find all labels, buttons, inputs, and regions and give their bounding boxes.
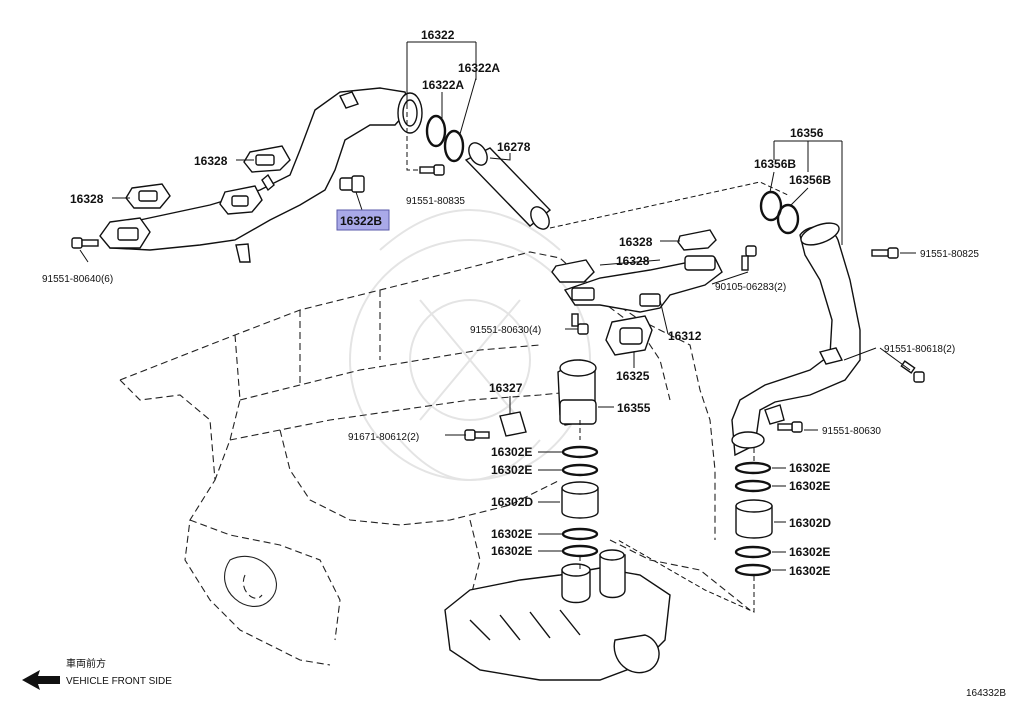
callout-16355: 16355 bbox=[617, 401, 651, 415]
callout-16328: 16328 bbox=[70, 192, 104, 206]
callout-16328: 16328 bbox=[616, 254, 650, 268]
callout-16302E: 16302E bbox=[789, 461, 830, 475]
sensor-16322B bbox=[339, 175, 365, 193]
o-ring-16322A-2 bbox=[443, 129, 465, 163]
stud-90105-06283 bbox=[741, 245, 757, 271]
callout-16312: 16312 bbox=[668, 329, 702, 343]
callout-16322B: 16322B bbox=[340, 214, 382, 228]
callout-16328: 16328 bbox=[619, 235, 653, 249]
gasket-16328-right-lower bbox=[551, 259, 595, 283]
water-manifold-16312 bbox=[563, 255, 723, 313]
callout-91551-80630-4: 91551-80630(4) bbox=[470, 325, 541, 336]
o-ring-16356B-1 bbox=[759, 190, 783, 222]
front-arrow-icon bbox=[22, 670, 60, 690]
callout-16278: 16278 bbox=[497, 140, 531, 154]
water-pipe-16356 bbox=[731, 222, 861, 457]
gasket-16328-upper bbox=[243, 145, 291, 173]
callout-16302E: 16302E bbox=[491, 463, 532, 477]
o-ring-16356B-2 bbox=[776, 203, 800, 235]
callout-16322A: 16322A bbox=[422, 78, 464, 92]
water-pipe-16322 bbox=[99, 87, 423, 263]
callout-16356: 16356 bbox=[790, 126, 824, 140]
hose-16278 bbox=[464, 142, 552, 230]
bolt-91551-80618 bbox=[900, 360, 925, 383]
callout-91551-80618: 91551-80618(2) bbox=[884, 344, 955, 355]
callout-16302E: 16302E bbox=[491, 544, 532, 558]
callout-labels: 16322 16322A 16322A 16278 16328 16328 16… bbox=[42, 28, 979, 578]
callout-16322B-highlight bbox=[336, 209, 390, 231]
leader-lines bbox=[79, 41, 916, 613]
vehicle-front-indicator: 車両前方 VEHICLE FRONT SIDE bbox=[22, 657, 172, 690]
callout-91551-80640: 91551-80640(6) bbox=[42, 274, 113, 285]
callout-16325: 16325 bbox=[616, 369, 650, 383]
callout-16302E: 16302E bbox=[789, 479, 830, 493]
gasket-16328-right-upper bbox=[677, 229, 717, 251]
callout-91551-80835: 91551-80835 bbox=[406, 196, 465, 207]
gasket-16328-lower bbox=[125, 183, 171, 209]
direction-label-english: VEHICLE FRONT SIDE bbox=[66, 676, 172, 687]
gasket-16325 bbox=[605, 315, 653, 356]
o-ring-stack-center bbox=[561, 445, 599, 558]
callout-16302E: 16302E bbox=[789, 564, 830, 578]
bolt-91551-80640 bbox=[71, 237, 99, 249]
callout-16302E: 16302E bbox=[789, 545, 830, 559]
bolt-91551-80630-4 bbox=[571, 313, 589, 335]
callout-16322A: 16322A bbox=[458, 61, 500, 75]
o-ring-stack-right bbox=[734, 461, 773, 577]
bolt-91551-80630-right bbox=[777, 421, 803, 433]
plate-16327 bbox=[499, 411, 527, 437]
callout-16328: 16328 bbox=[194, 154, 228, 168]
bolt-91551-80835 bbox=[419, 164, 445, 176]
callout-16302D: 16302D bbox=[491, 495, 533, 509]
callout-16327: 16327 bbox=[489, 381, 523, 395]
watermark-emblem bbox=[349, 209, 591, 481]
water-pump-housing bbox=[444, 549, 671, 681]
callout-91671-80612: 91671-80612(2) bbox=[348, 432, 419, 443]
callout-16302E: 16302E bbox=[491, 445, 532, 459]
direction-label-japanese: 車両前方 bbox=[66, 657, 106, 670]
callout-16356B: 16356B bbox=[789, 173, 831, 187]
callout-16356B: 16356B bbox=[754, 157, 796, 171]
callout-91551-80825: 91551-80825 bbox=[920, 249, 979, 260]
callout-16322: 16322 bbox=[421, 28, 455, 42]
o-ring-16322A-1 bbox=[425, 114, 447, 148]
water-outlet-16355 bbox=[557, 359, 597, 426]
callout-16302D: 16302D bbox=[789, 516, 831, 530]
callout-91551-80630: 91551-80630 bbox=[822, 426, 881, 437]
diagram-code: 164332B bbox=[966, 688, 1006, 699]
callout-90105-06283: 90105-06283(2) bbox=[715, 282, 786, 293]
bolt-91671-80612 bbox=[464, 429, 490, 441]
bolt-91551-80825 bbox=[871, 247, 899, 259]
callout-16302E: 16302E bbox=[491, 527, 532, 541]
